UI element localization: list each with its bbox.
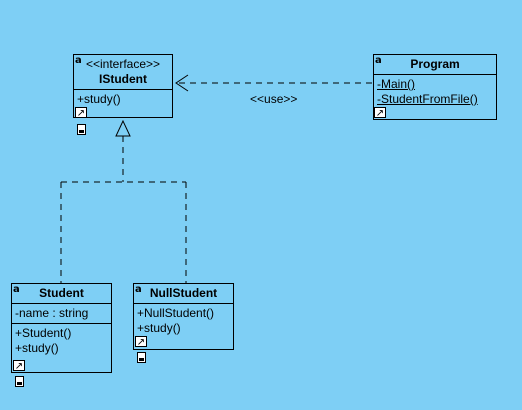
operations-section: +Student() +study() [12,323,111,358]
operations-section: -Main() -StudentFromFile() [374,74,496,109]
operation: -Main() [377,77,415,91]
use-label: <<use>> [250,92,298,106]
operations-section: +study() [74,89,172,109]
stereotype-label: <<interface>> [85,57,161,71]
shortcut-arrow-icon: ↗ [374,107,386,119]
class-istudent[interactable]: a <<interface>> IStudent +study() [73,54,173,118]
realization-arrowhead [115,119,131,137]
class-student[interactable]: a Student -name : string +Student() +stu… [11,283,112,373]
class-program[interactable]: a Program -Main() -StudentFromFile() [373,54,497,120]
class-name: IStudent [99,72,147,86]
class-icon: a [75,55,82,66]
operation: +study() [137,321,181,335]
class-icon: a [135,284,142,295]
operation: +study() [77,92,121,106]
attribute: -name : string [15,306,89,320]
shortcut-arrow-icon: ↗ [135,336,147,348]
operation: +NullStudent() [137,306,215,320]
note-icon [15,376,24,387]
class-name: NullStudent [149,286,218,300]
class-name: Student [39,286,84,300]
attributes-section: -name : string [12,303,111,323]
operation: +study() [15,341,59,355]
note-icon [77,124,86,135]
class-icon: a [13,284,20,295]
shortcut-arrow-icon: ↗ [13,360,25,372]
class-nullstudent[interactable]: a NullStudent +NullStudent() +study() [133,283,234,350]
operation: +Student() [15,326,72,340]
class-icon: a [375,55,382,66]
class-name: Program [410,57,460,71]
note-icon [137,352,146,363]
operations-section: +NullStudent() +study() [134,303,233,338]
use-dependency-arrowhead [175,74,189,92]
shortcut-arrow-icon: ↗ [75,107,87,119]
operation: -StudentFromFile() [377,92,478,106]
